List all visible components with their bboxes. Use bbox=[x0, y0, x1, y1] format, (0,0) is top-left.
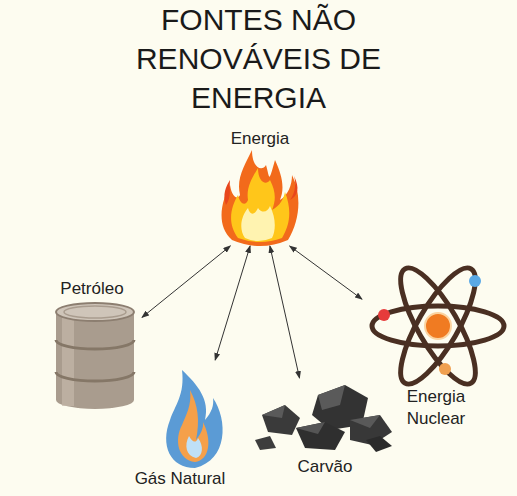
node-label: Gás Natural bbox=[135, 468, 226, 490]
node-label: Energia Nuclear bbox=[386, 386, 486, 430]
energy-source-node: Energia bbox=[215, 126, 305, 246]
oil-barrel bbox=[56, 303, 134, 409]
atom-symbol bbox=[372, 259, 504, 393]
fire-illustration bbox=[222, 150, 299, 246]
node-label: Energia bbox=[231, 128, 290, 150]
gas-flame bbox=[166, 370, 222, 468]
double-arrow bbox=[270, 246, 300, 378]
energy-source-node: Gás Natural bbox=[125, 360, 235, 492]
double-arrow bbox=[290, 246, 362, 299]
diagram-title: FONTES NÃO RENOVÁVEIS DE ENERGIA bbox=[113, 0, 404, 117]
coal-pile bbox=[255, 385, 392, 452]
energy-source-node: Energia Nuclear bbox=[362, 266, 510, 432]
node-label: Petróleo bbox=[60, 278, 123, 300]
energy-source-node: Carvão bbox=[250, 378, 400, 480]
node-label: Carvão bbox=[298, 456, 353, 478]
double-arrow bbox=[215, 246, 250, 360]
double-arrow bbox=[142, 246, 230, 317]
energy-source-node: Petróleo bbox=[42, 276, 142, 414]
